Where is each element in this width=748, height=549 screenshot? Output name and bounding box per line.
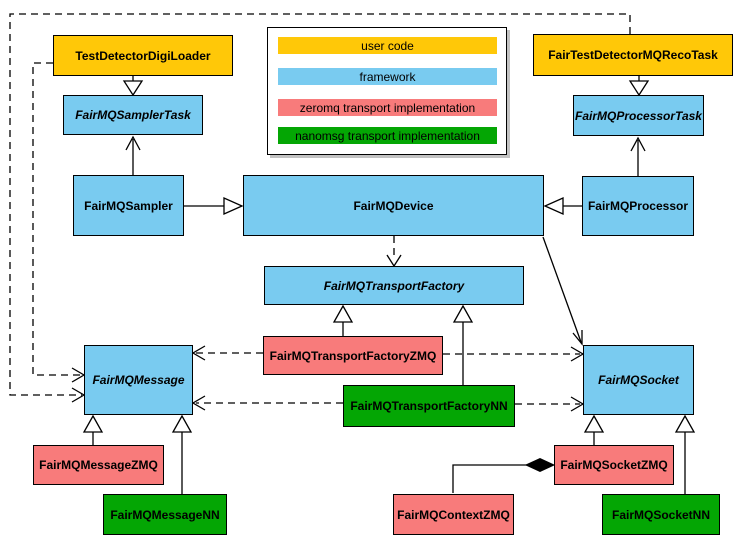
edge-sampler-device: [184, 196, 244, 216]
edge-factorynn-message-dashed: [191, 395, 343, 411]
node-fairmqdevice: FairMQDevice: [243, 175, 544, 236]
node-fairmqmessagenn: FairMQMessageNN: [103, 494, 227, 535]
node-fairmqsocket: FairMQSocket: [583, 345, 694, 415]
legend-item-nanomsg: nanomsg transport implementation: [278, 127, 497, 144]
edge-device-socket: [542, 236, 583, 346]
node-fairmqsamplertask: FairMQSamplerTask: [63, 95, 203, 135]
edge-recotask-processortask: [628, 76, 650, 97]
node-fairmqtransportfactory: FairMQTransportFactory: [264, 266, 524, 305]
node-fairmqsocketzmq: FairMQSocketZMQ: [554, 445, 674, 485]
edge-factorynn-socket-dashed: [515, 396, 585, 412]
edge-factoryzmq-socket-dashed: [443, 346, 585, 362]
node-fairmqsocketnn: FairMQSocketNN: [602, 494, 720, 535]
edge-messagenn-message: [171, 414, 193, 494]
edge-device-transportfactory: [386, 236, 402, 268]
node-fairmqmessagezmq: FairMQMessageZMQ: [33, 445, 164, 485]
legend: user code framework zeromq transport imp…: [267, 27, 507, 155]
edge-socketnn-socket: [674, 414, 696, 494]
edge-messagezmq-message: [82, 414, 104, 445]
node-fairmqprocessortask: FairMQProcessorTask: [573, 95, 704, 136]
edge-processor-processortask: [630, 136, 646, 176]
edge-factoryzmq-message-dashed: [191, 345, 263, 361]
legend-item-framework: framework: [278, 68, 497, 85]
node-fairtestdetectormqrecotask: FairTestDetectorMQRecoTask: [533, 34, 733, 76]
edge-sampler-samplertask: [125, 135, 141, 175]
node-fairmqmessage: FairMQMessage: [84, 345, 193, 415]
node-fairmqcontextzmq: FairMQContextZMQ: [393, 494, 514, 535]
node-testdetectordigiloader: TestDetectorDigiLoader: [53, 35, 233, 76]
node-fairmqsampler: FairMQSampler: [73, 175, 184, 236]
node-fairmqprocessor: FairMQProcessor: [582, 176, 694, 236]
node-fairmqtransportfactoryzmq: FairMQTransportFactoryZMQ: [263, 336, 443, 375]
edge-socketzmq-socket: [583, 414, 605, 445]
edge-contextzmq-socketzmq-composition: [452, 457, 556, 493]
node-fairmqtransportfactorynn: FairMQTransportFactoryNN: [343, 385, 515, 427]
edge-factoryzmq-factory: [332, 304, 354, 336]
edge-digiloader-samplertask: [122, 76, 144, 97]
edge-factorynn-factory: [452, 304, 474, 385]
legend-item-zeromq: zeromq transport implementation: [278, 99, 497, 116]
edge-processor-device: [543, 196, 582, 216]
legend-item-user-code: user code: [278, 37, 497, 54]
